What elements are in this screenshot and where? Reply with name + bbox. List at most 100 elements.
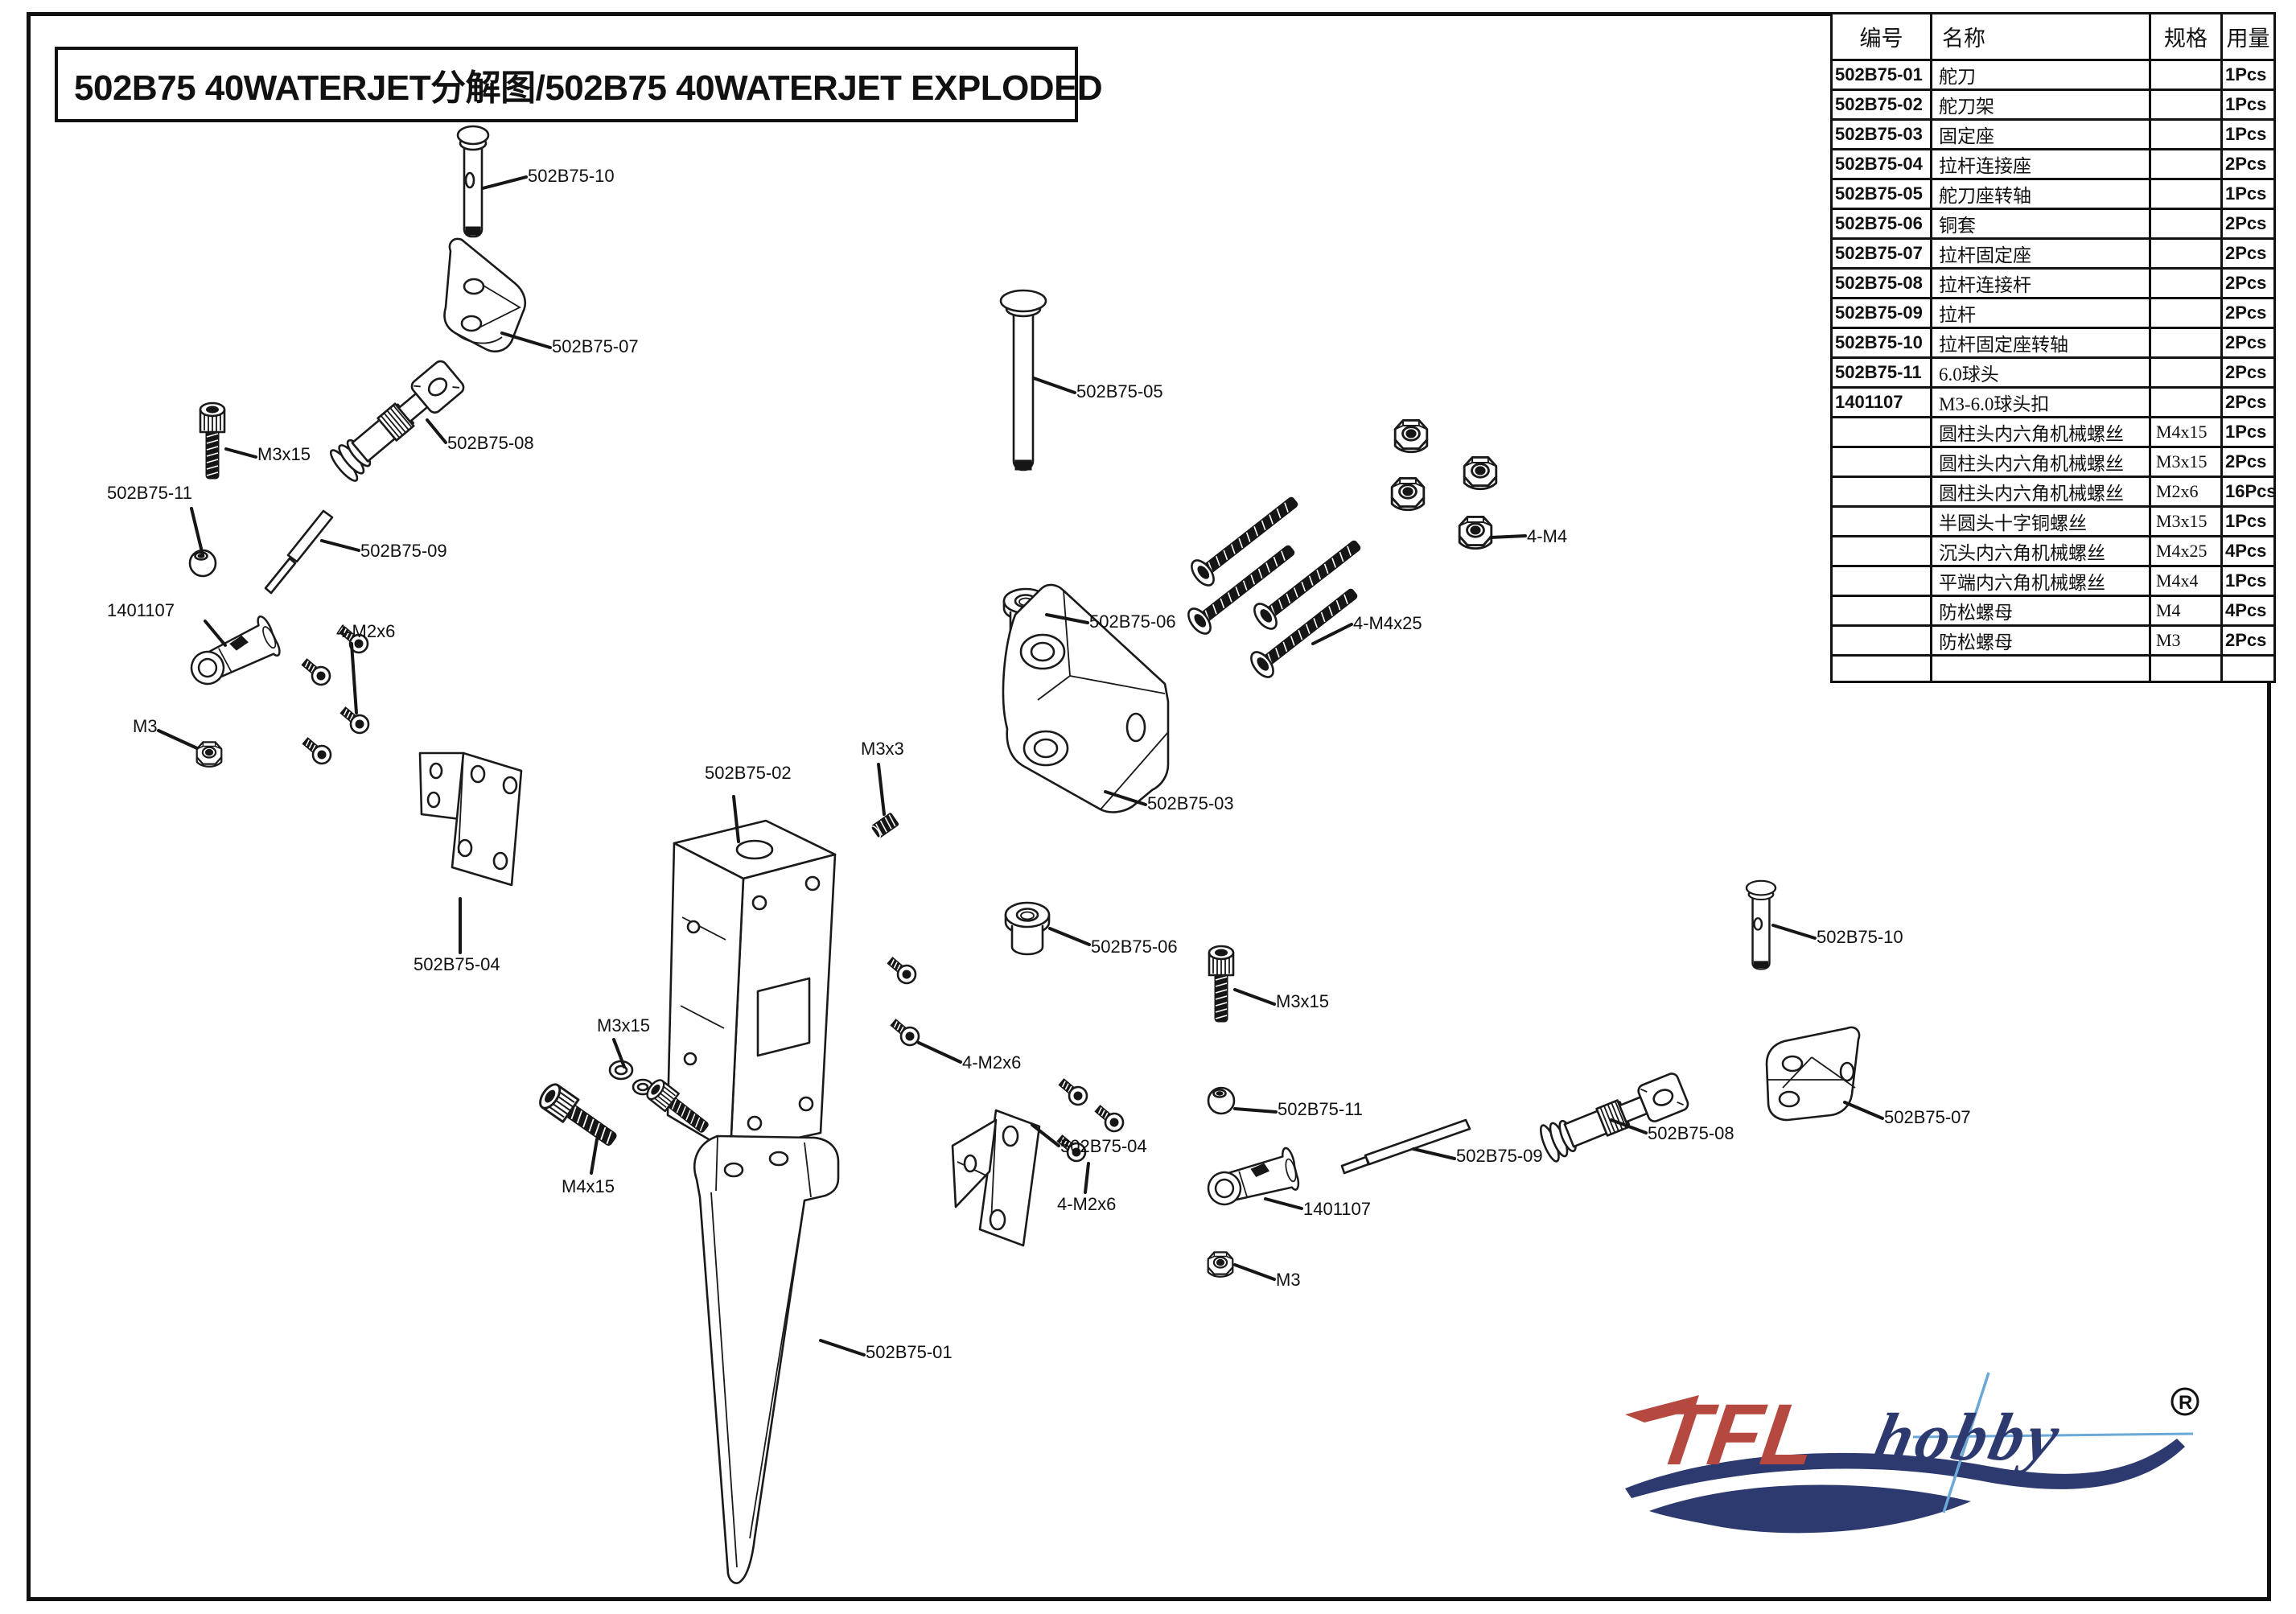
table-cell-qty: 2Pcs xyxy=(2220,446,2276,478)
table-cell-qty: 2Pcs xyxy=(2220,148,2276,180)
table-cell-name: 拉杆连接座 xyxy=(1930,148,2151,180)
table-cell-spec xyxy=(2149,89,2223,121)
table-cell-qty: 1Pcs xyxy=(2220,89,2276,121)
part-screws-m2x6-center xyxy=(883,952,924,1050)
table-cell-qty: 1Pcs xyxy=(2220,178,2276,210)
part-label: 502B75-10 xyxy=(528,166,615,186)
table-cell-qty: 2Pcs xyxy=(2220,208,2276,240)
table-cell-spec: M2x6 xyxy=(2149,476,2223,508)
table-cell-name: 沉头内六角机械螺丝 xyxy=(1930,535,2151,567)
table-cell-spec xyxy=(2149,59,2223,91)
table-cell-no xyxy=(1830,654,1932,683)
part-link-rod-08-left xyxy=(326,357,467,485)
table-cell-no xyxy=(1830,624,1932,657)
table-cell-spec xyxy=(2149,356,2223,389)
table-cell-spec: M3x15 xyxy=(2149,505,2223,537)
part-nuts-m4 xyxy=(1390,418,1498,550)
table-cell-name: 舵刀架 xyxy=(1930,89,2151,121)
table-cell-spec: M4 xyxy=(2149,595,2223,627)
table-cell-qty: 16Pcs xyxy=(2220,476,2276,508)
table-cell-name: 圆柱头内六角机械螺丝 xyxy=(1930,476,2151,508)
part-label: M3 xyxy=(133,716,158,736)
table-cell-name: 圆柱头内六角机械螺丝 xyxy=(1930,416,2151,448)
table-cell-qty: 2Pcs xyxy=(2220,327,2276,359)
table-cell-no xyxy=(1830,446,1932,478)
part-link-rod-08-right xyxy=(1536,1070,1691,1165)
part-rod-bracket-04-right xyxy=(951,1109,1041,1247)
part-brass-bushing-06-lower xyxy=(1004,901,1051,956)
part-label: 502B75-09 xyxy=(360,541,447,561)
table-cell-no: 502B75-09 xyxy=(1830,297,1932,329)
table-cell-no: 502B75-11 xyxy=(1830,356,1932,389)
page-border-frame xyxy=(27,12,2271,1601)
table-cell-name: 固定座 xyxy=(1930,118,2151,150)
part-label: 4-M2x6 xyxy=(336,621,396,641)
part-label: 4-M4 xyxy=(1527,526,1568,546)
part-label: 502B75-09 xyxy=(1456,1146,1543,1166)
part-setscrew-m3x3 xyxy=(868,812,900,841)
part-label: 502B75-10 xyxy=(1817,927,1903,947)
table-cell-name: 舵刀 xyxy=(1930,59,2151,91)
logo-wave-upper xyxy=(1625,1439,2185,1498)
part-label: 502B75-01 xyxy=(866,1342,953,1362)
part-label: M3 xyxy=(1276,1270,1301,1290)
title-box: 502B75 40WATERJET分解图/502B75 40WATERJET E… xyxy=(55,47,1103,122)
page-title: 502B75 40WATERJET分解图/502B75 40WATERJET E… xyxy=(74,68,1103,108)
table-cell-name: 圆柱头内六角机械螺丝 xyxy=(1930,446,2151,478)
table-cell-spec xyxy=(2149,118,2223,150)
table-cell-qty xyxy=(2220,654,2276,683)
table-cell-spec: M4x4 xyxy=(2149,565,2223,597)
part-ball-end-1401107-left xyxy=(181,613,284,693)
logo-red-dash xyxy=(1625,1395,1699,1423)
part-label: 502B75-05 xyxy=(1076,381,1163,401)
logo-hobby-text: hobby xyxy=(1868,1400,2069,1475)
part-label: 4-M4x25 xyxy=(1353,613,1422,633)
part-label: 502B75-06 xyxy=(1091,937,1178,957)
part-label: 502B75-07 xyxy=(552,336,639,356)
part-rudder-holder-02 xyxy=(666,819,837,1154)
table-cell-no xyxy=(1830,505,1932,537)
part-screw-m4x15 xyxy=(535,1080,623,1154)
part-label: M3x15 xyxy=(597,1015,651,1036)
table-cell-qty: 2Pcs xyxy=(2220,237,2276,270)
part-rod-mount-07-left xyxy=(443,237,526,352)
table-cell-no: 502B75-05 xyxy=(1830,178,1932,210)
table-cell-spec: M3 xyxy=(2149,624,2223,657)
part-label: 502B75-02 xyxy=(705,763,792,783)
table-row xyxy=(1830,654,2276,683)
table-cell-qty: 2Pcs xyxy=(2220,297,2276,329)
part-label: 502B75-04 xyxy=(1060,1136,1147,1156)
col-header-spec: 规格 xyxy=(2149,12,2223,61)
table-cell-spec: M4x25 xyxy=(2149,535,2223,567)
table-cell-no: 1401107 xyxy=(1830,386,1932,418)
table-cell-name: 拉杆 xyxy=(1930,297,2151,329)
table-cell-no xyxy=(1830,476,1932,508)
part-nut-m3-left xyxy=(195,741,223,768)
table-cell-spec: M3x15 xyxy=(2149,446,2223,478)
part-label: 502B75-07 xyxy=(1884,1107,1971,1127)
table-cell-spec xyxy=(2149,148,2223,180)
table-cell-name: 舵刀座转轴 xyxy=(1930,178,2151,210)
part-screws-m4x25 xyxy=(1183,488,1368,682)
part-label: 4-M2x6 xyxy=(962,1052,1022,1073)
table-cell-no: 502B75-07 xyxy=(1830,237,1932,270)
table-cell-no: 502B75-06 xyxy=(1830,208,1932,240)
table-cell-spec xyxy=(2149,178,2223,210)
table-cell-no: 502B75-04 xyxy=(1830,148,1932,180)
table-cell-name: 防松螺母 xyxy=(1930,624,2151,657)
part-pivot-pin-10-right xyxy=(1745,879,1777,970)
part-ball-11-right xyxy=(1207,1086,1236,1115)
table-cell-qty: 2Pcs xyxy=(2220,356,2276,389)
part-rod-bracket-04-left xyxy=(418,751,523,887)
part-label: 1401107 xyxy=(107,600,175,620)
